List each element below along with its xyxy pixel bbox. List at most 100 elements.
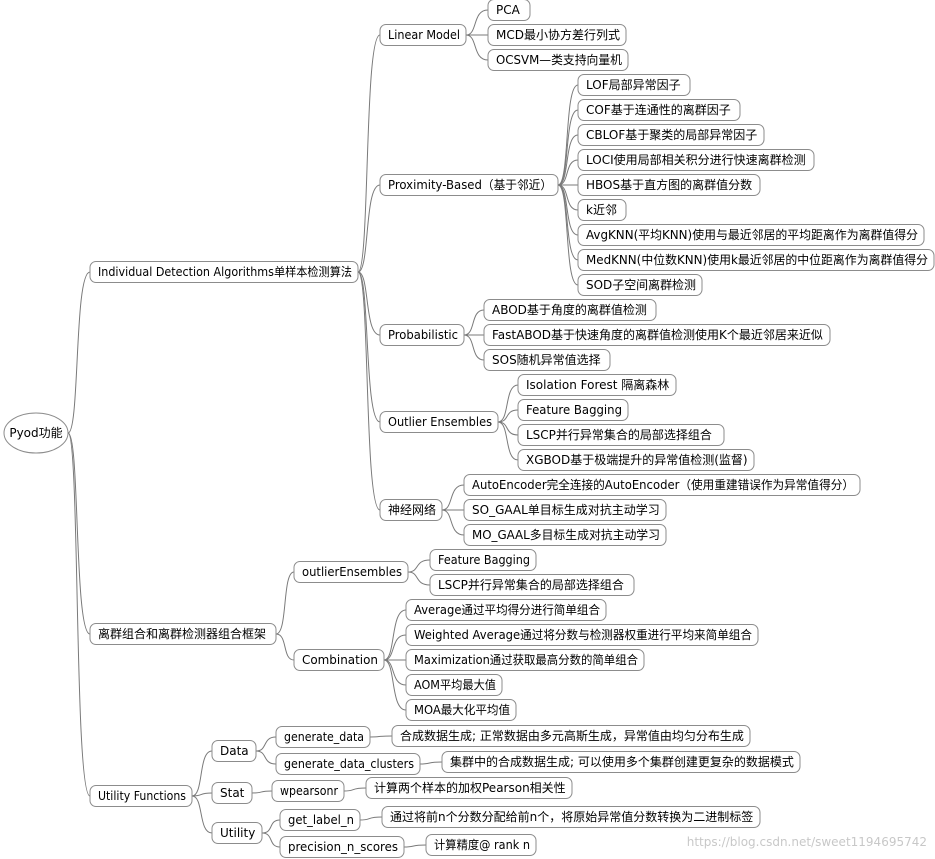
node-label: AutoEncoder完全连接的AutoEncoder（使用重建错误作为异常值得… — [472, 477, 854, 492]
node-generate-data-clusters[interactable]: generate_data_clusters — [275, 753, 421, 775]
node-feature-bagging-2[interactable]: Feature Bagging — [429, 549, 537, 571]
node-aom[interactable]: AOM平均最大值 — [405, 674, 503, 696]
node-label: Individual Detection Algorithms单样本检测算法 — [98, 264, 352, 279]
node-mcd[interactable]: MCD最小协方差行列式 — [487, 24, 627, 46]
node-linear-model[interactable]: Linear Model — [379, 24, 467, 46]
node-outlier-ensembles[interactable]: Outlier Ensembles — [379, 411, 499, 433]
node-generate-data-clusters-desc[interactable]: 集群中的合成数据生成; 可以使用多个集群创建更复杂的数据模式 — [441, 751, 801, 773]
node-wpearsonr[interactable]: wpearsonr — [271, 780, 345, 802]
connector-ocsvm — [465, 34, 489, 61]
node-label: 神经网络 — [388, 502, 436, 517]
node-cblof[interactable]: CBLOF基于聚类的局部异常因子 — [577, 124, 765, 146]
connector-lof — [557, 84, 579, 186]
node-mo-gaal[interactable]: MO_GAAL多目标生成对抗主动学习 — [463, 524, 667, 546]
node-label: 通过将前n个分数分配给前n个，将原始异常值分数转换为二进制标签 — [390, 809, 753, 824]
node-pca[interactable]: PCA — [487, 0, 531, 21]
node-autoencoder[interactable]: AutoEncoder完全连接的AutoEncoder（使用重建错误作为异常值得… — [463, 474, 861, 496]
connector-pca — [465, 9, 489, 36]
node-box — [577, 224, 925, 246]
node-label: get_label_n — [288, 813, 354, 827]
node-avgknn[interactable]: AvgKNN(平均KNN)使用与最近邻居的平均距离作为离群值得分 — [577, 224, 925, 246]
node-stat[interactable]: Stat — [211, 782, 253, 804]
node-sod[interactable]: SOD子空间离群检测 — [577, 274, 703, 296]
connector-aom — [383, 659, 407, 686]
node-box — [379, 411, 499, 433]
node-hbos[interactable]: HBOS基于直方图的离群值分数 — [577, 174, 761, 196]
node-utility[interactable]: Utility — [211, 822, 263, 844]
node-box — [441, 751, 801, 773]
node-so-gaal[interactable]: SO_GAAL单目标生成对抗主动学习 — [463, 499, 667, 521]
node-cat-individual[interactable]: Individual Detection Algorithms单样本检测算法 — [89, 261, 359, 283]
node-data[interactable]: Data — [211, 740, 257, 762]
connector-outlier-ensembles — [357, 271, 381, 423]
node-precision-n-scores-desc[interactable]: 计算精度@ rank n — [425, 834, 537, 856]
node-cof[interactable]: COF基于连通性的离群因子 — [577, 99, 741, 121]
node-generate-data[interactable]: generate_data — [275, 726, 371, 748]
node-get-label-n[interactable]: get_label_n — [279, 809, 361, 831]
connector-xgbod — [497, 421, 519, 461]
node-label: Average通过平均得分进行简单组合 — [414, 602, 600, 617]
node-xgbod[interactable]: XGBOD基于极端提升的异常值检测(监督) — [517, 449, 755, 471]
node-label: ABOD基于角度的离群值检测 — [492, 302, 647, 317]
node-label: 合成数据生成; 正常数据由多元高斯生成，异常值由均匀分布生成 — [400, 728, 744, 743]
node-neural[interactable]: 神经网络 — [379, 499, 443, 521]
node-cat-utility[interactable]: Utility Functions — [89, 785, 193, 807]
connector-average — [383, 609, 407, 661]
node-loci[interactable]: LOCI使用局部相关积分进行快速离群检测 — [577, 149, 815, 171]
node-abod[interactable]: ABOD基于角度的离群值检测 — [483, 299, 657, 321]
connector-lscp-2 — [407, 571, 431, 586]
node-label: MedKNN(中位数KNN)使用k最近邻居的中位距离作为离群值得分 — [586, 252, 928, 267]
connector-generate-data-clusters-desc — [419, 761, 443, 765]
node-box — [487, 24, 627, 46]
connector-sos — [463, 334, 485, 361]
node-ocsvm[interactable]: OCSVM—类支持向量机 — [487, 49, 629, 71]
connector-autoencoder — [441, 484, 465, 511]
node-fastabod[interactable]: FastABOD基于快速角度的离群值检测使用K个最近邻居来近似 — [483, 324, 831, 346]
node-probabilistic[interactable]: Probabilistic — [379, 324, 465, 346]
node-get-label-n-desc[interactable]: 通过将前n个分数分配给前n个，将原始异常值分数转换为二进制标签 — [381, 806, 761, 828]
node-box — [487, 49, 629, 71]
node-box — [517, 449, 755, 471]
node-maximization[interactable]: Maximization通过获取最高分数的简单组合 — [405, 649, 645, 671]
node-box — [89, 623, 277, 645]
node-iforest[interactable]: Isolation Forest 隔离森林 — [517, 374, 677, 396]
node-label: SOS随机异常值选择 — [492, 352, 601, 367]
node-label: precision_n_scores — [288, 840, 398, 854]
root-node[interactable]: Pyod功能 — [3, 412, 69, 454]
connector-mo-gaal — [441, 509, 465, 536]
node-outlierensembles[interactable]: outlierEnsembles — [293, 561, 409, 583]
mind-map-nodes: Pyod功能 Individual Detection Algorithms单样本… — [3, 0, 935, 858]
connector-weighted-average — [383, 634, 407, 661]
node-box — [577, 174, 761, 196]
node-box — [577, 99, 741, 121]
node-box — [391, 725, 751, 747]
node-precision-n-scores[interactable]: precision_n_scores — [279, 836, 405, 858]
node-knn[interactable]: k近邻 — [577, 199, 627, 221]
node-moa[interactable]: MOA最大化平均值 — [405, 699, 517, 721]
connector-precision-n-scores-desc — [403, 844, 427, 848]
node-feature-bagging-1[interactable]: Feature Bagging — [517, 399, 629, 421]
node-sos[interactable]: SOS随机异常值选择 — [483, 349, 611, 371]
node-label: k近邻 — [586, 203, 617, 217]
node-medknn[interactable]: MedKNN(中位数KNN)使用k最近邻居的中位距离作为离群值得分 — [577, 249, 935, 271]
node-generate-data-desc[interactable]: 合成数据生成; 正常数据由多元高斯生成，异常值由均匀分布生成 — [391, 725, 751, 747]
node-box — [275, 753, 421, 775]
node-proximity[interactable]: Proximity-Based（基于邻近） — [379, 174, 559, 196]
connector-cblof — [557, 134, 579, 186]
node-combination[interactable]: Combination — [293, 649, 385, 671]
node-average[interactable]: Average通过平均得分进行简单组合 — [405, 599, 607, 621]
connector-stat — [191, 792, 213, 797]
node-wpearsonr-desc[interactable]: 计算两个样本的加权Pearson相关性 — [365, 777, 573, 799]
node-lscp-2[interactable]: LSCP并行异常集合的局部选择组合 — [429, 574, 635, 596]
node-box — [483, 349, 611, 371]
node-weighted-average[interactable]: Weighted Average通过将分数与检测器权重进行平均来简单组合 — [405, 624, 759, 646]
node-label: LSCP并行异常集合的局部选择组合 — [438, 577, 624, 592]
node-label: Combination — [302, 653, 378, 667]
node-label: Isolation Forest 隔离森林 — [526, 377, 669, 392]
node-box — [379, 324, 465, 346]
node-box — [279, 836, 405, 858]
node-lof[interactable]: LOF局部异常因子 — [577, 74, 691, 96]
connector-loci — [557, 159, 579, 186]
node-lscp-1[interactable]: LSCP并行异常集合的局部选择组合 — [517, 424, 725, 446]
node-cat-combination[interactable]: 离群组合和离群检测器组合框架 — [89, 623, 277, 645]
